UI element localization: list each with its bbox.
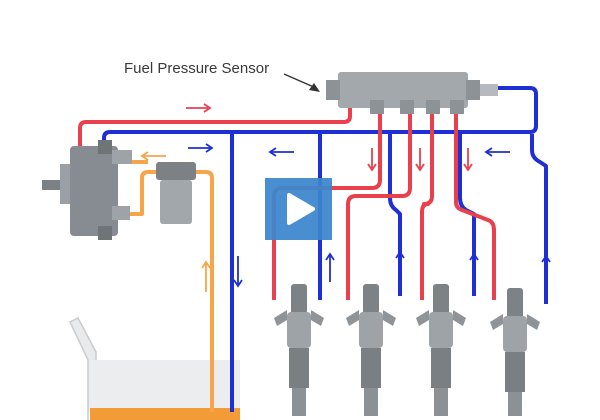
flow-arrow-icon <box>186 103 212 113</box>
flow-arrow-icon <box>541 254 551 284</box>
flow-arrow-icon <box>268 147 294 157</box>
flow-arrows <box>140 103 551 292</box>
play-icon <box>287 193 315 225</box>
fuel-pressure-sensor-label: Fuel Pressure Sensor <box>124 60 270 77</box>
fuel-filter <box>156 162 196 224</box>
flow-arrow-icon <box>395 250 405 280</box>
tank-fuel-level <box>90 408 240 420</box>
flow-arrow-icon <box>367 148 377 172</box>
flow-arrow-icon <box>188 143 214 153</box>
flow-arrow-icon <box>415 148 425 172</box>
injector-4 <box>490 288 540 416</box>
injector-2 <box>346 284 396 416</box>
play-button[interactable] <box>265 178 332 240</box>
injector-1 <box>274 284 324 416</box>
flow-arrow-icon <box>325 252 335 282</box>
flow-arrow-icon <box>463 148 473 172</box>
fuel-rail <box>326 72 498 114</box>
sensor-leader-line <box>283 73 317 89</box>
flow-arrow-icon <box>484 147 510 157</box>
high-pressure-pump <box>42 140 132 240</box>
high-pressure-line <box>78 108 352 146</box>
flow-arrow-icon <box>469 252 479 282</box>
flow-arrow-icon <box>201 260 211 292</box>
sensor-leader-arrowhead <box>309 83 320 92</box>
injector-3 <box>416 284 466 416</box>
flow-arrow-icon <box>140 151 166 161</box>
fuel-tank <box>69 317 240 420</box>
flow-arrow-icon <box>233 256 243 288</box>
